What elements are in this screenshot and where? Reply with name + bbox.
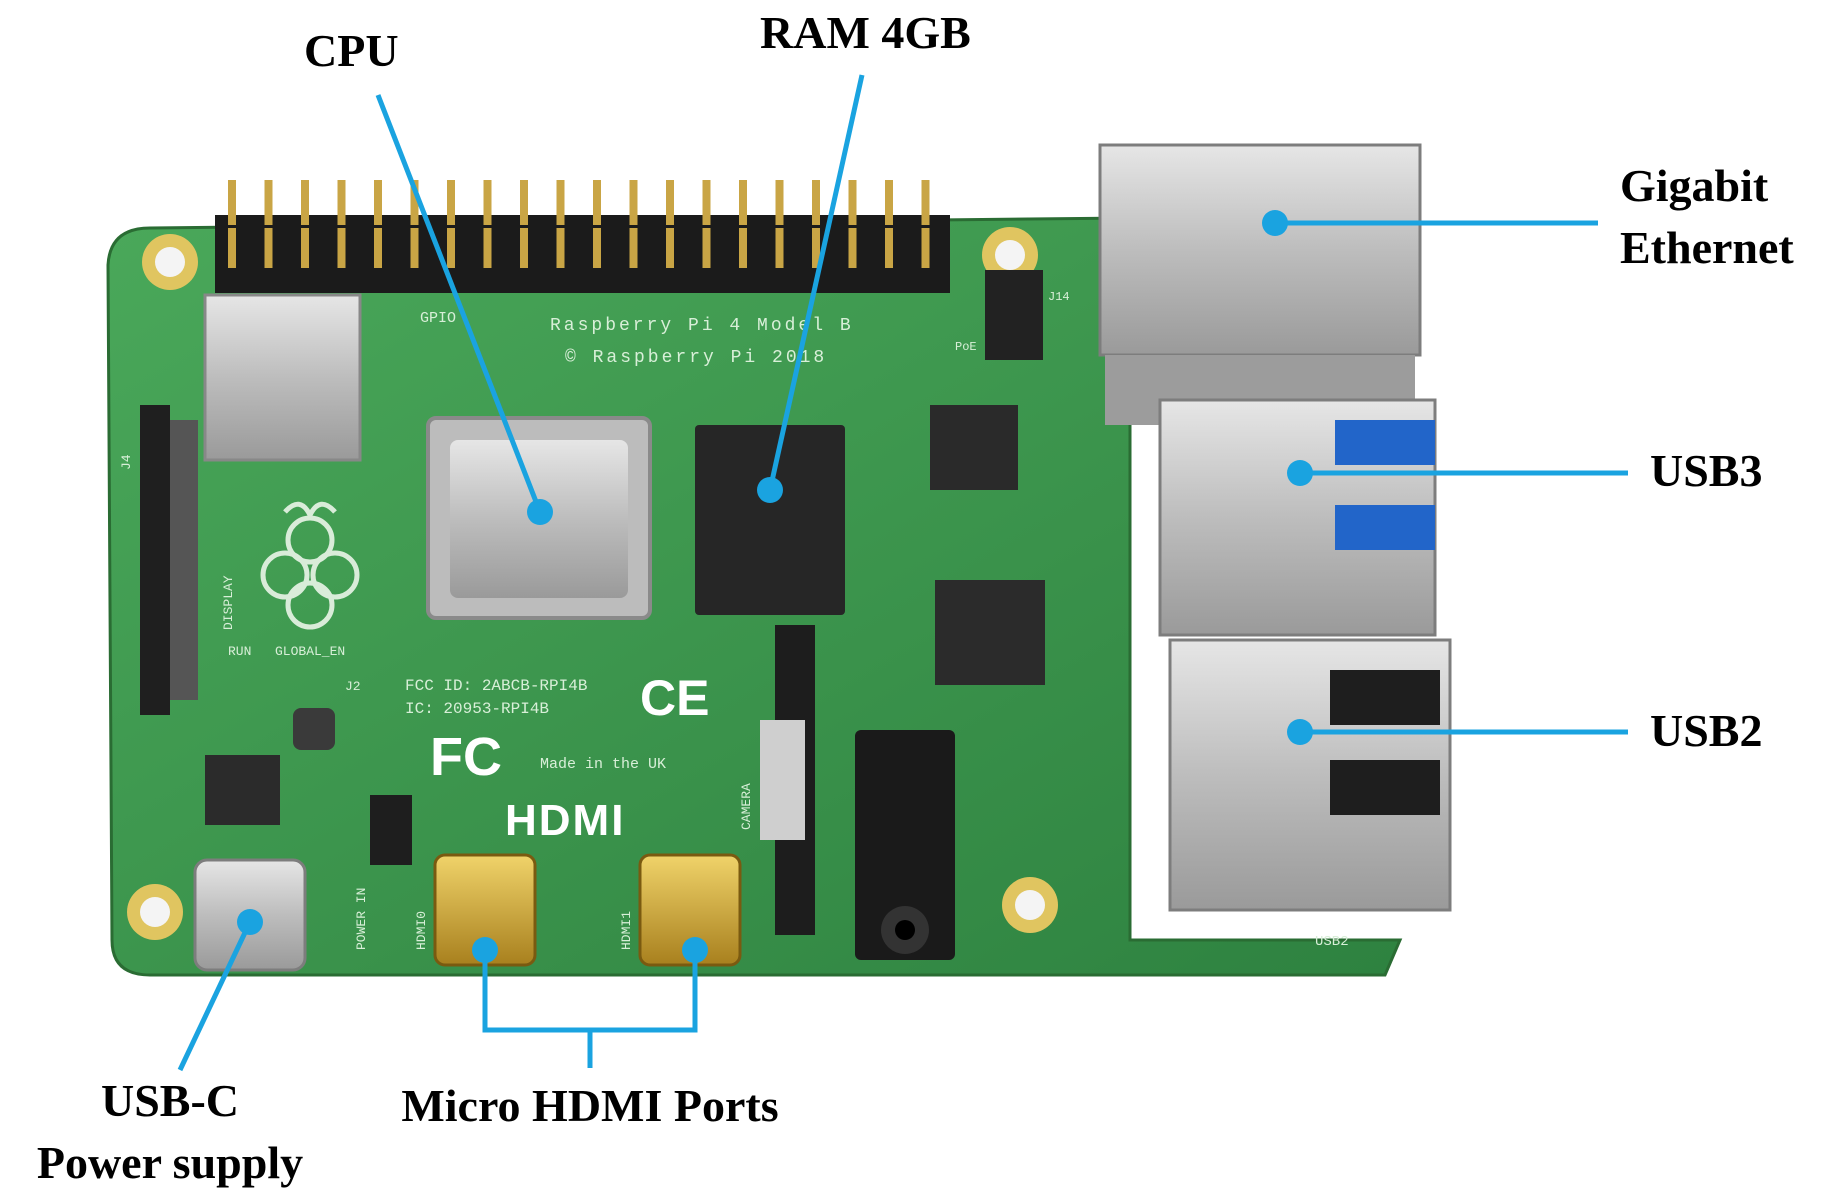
gpio-silk-text: GPIO [420,310,456,327]
gpio-pin [629,228,638,268]
hdmi0-silk-text: HDMI0 [414,911,429,950]
usb3-port [1158,398,1437,637]
gpio-pin [739,228,747,268]
ethernet-port [1098,143,1422,425]
usbc-callout-line [177,920,253,1072]
gpio-pin [921,228,930,268]
gpio-pin [666,228,674,268]
usb2-silk-text: USB2 [1315,934,1349,950]
gpio-pin [410,180,419,225]
gpio-pin [447,228,455,268]
usbc-label: USB-C Power supply [36,1075,304,1188]
ic-text: IC: 20953-RPI4B [405,700,549,718]
micro-hdmi-port-1 [638,853,742,967]
board-copyright-text: © Raspberry Pi 2018 [565,348,827,368]
gpio-pin [520,228,528,268]
gpio-pin [483,180,492,225]
gpio-pin [374,180,382,225]
camera-silk-text: CAMERA [739,783,754,830]
usb2-port [1168,638,1452,912]
power-in-silk-text: POWER IN [354,888,369,950]
gpio-pin [337,180,346,225]
gpio-header [215,180,950,293]
gpio-pin [739,180,747,225]
gpio-pin [921,180,930,225]
usb3-label: USB3 [1650,445,1763,496]
pmic-chip [205,755,280,825]
gpio-pin [848,180,857,225]
display-silk-text: DISPLAY [221,575,236,630]
hdmi-callout-bracket [482,958,698,1068]
board-model-text: Raspberry Pi 4 Model B [550,316,854,336]
j4-silk-text: J4 [119,454,134,470]
gpio-pin [593,228,601,268]
ram-chip [695,425,845,615]
gpio-pin [629,180,638,225]
hdmi-logo: HDMI [505,796,625,845]
gpio-pin [812,180,820,225]
fc-logo: FC [430,727,502,787]
gpio-pin [264,180,273,225]
hdmi-label: Micro HDMI Ports [401,1080,779,1131]
gpio-pin [264,228,273,268]
cpu-label: CPU [304,25,399,76]
gpio-pin [775,228,784,268]
global-en-text: GLOBAL_EN [275,644,345,659]
ethernet-label: Gigabit Ethernet [1620,160,1794,273]
gpio-pin [702,180,711,225]
gpio-pin [228,228,236,268]
j2-text: J2 [345,679,361,694]
poe-text: PoE [955,340,977,354]
gpio-pin [885,180,893,225]
ram-callout-line [767,74,865,491]
usb2-label: USB2 [1650,705,1763,756]
gpio-pin [301,228,309,268]
gpio-pin [301,180,309,225]
diode [370,795,412,865]
callout-lines [177,74,1628,1072]
wifi-module [203,293,362,462]
j14-text: J14 [1048,290,1070,304]
audio-jack [855,730,955,960]
gpio-pin [812,228,820,268]
raspberry-logo [260,501,360,630]
gpio-pin [520,180,528,225]
gpio-pin [593,180,601,225]
gpio-pin [483,228,492,268]
gpio-pin [228,180,236,225]
gpio-pin [702,228,711,268]
made-in-text: Made in the UK [540,756,666,773]
display-connector [140,405,170,715]
gpio-pin [410,228,419,268]
gpio-pin [374,228,382,268]
fcc-id-text: FCC ID: 2ABCB-RPI4B [405,677,587,695]
ram-label: RAM 4GB [760,7,971,58]
gpio-pin [337,228,346,268]
gpio-pin [556,180,565,225]
usb-controller-chip [930,405,1018,490]
run-text: RUN [228,644,251,659]
ce-logo: CE [640,670,709,726]
gpio-pin [447,180,455,225]
gpio-pin [666,180,674,225]
cpu-callout-line [375,94,543,513]
poe-header [985,270,1043,360]
hdmi1-silk-text: HDMI1 [619,911,634,950]
gpio-pin [848,228,857,268]
inductor [293,708,335,750]
gpio-pin [885,228,893,268]
gpio-pin [556,228,565,268]
gpio-pin [775,180,784,225]
ethernet-phy-chip [935,580,1045,685]
